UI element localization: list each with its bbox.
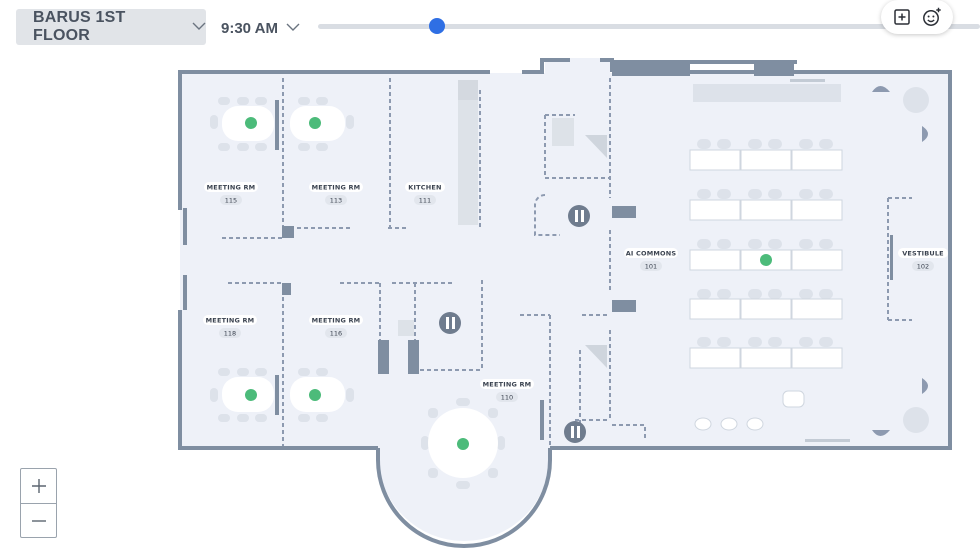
floor-selector-label: BARUS 1ST FLOOR — [33, 9, 126, 44]
occupancy-dot[interactable] — [760, 254, 772, 266]
svg-text:VESTIBULE: VESTIBULE — [902, 250, 944, 258]
svg-text:AI COMMONS: AI COMMONS — [626, 250, 677, 258]
interior-walls — [222, 78, 912, 446]
svg-text:KITCHEN: KITCHEN — [408, 184, 441, 192]
occupancy-dot[interactable] — [309, 117, 321, 129]
add-note-icon[interactable] — [891, 6, 913, 28]
time-selector-label: 9:30 AM — [221, 19, 278, 37]
zoom-in-button[interactable] — [21, 469, 56, 503]
room-label-101[interactable]: AI COMMONS 101 — [624, 248, 678, 271]
room-label-116[interactable]: MEETING RM 116 — [309, 315, 363, 338]
timeline-slider-track[interactable] — [318, 24, 980, 29]
svg-text:101: 101 — [645, 263, 657, 271]
restroom-icon — [564, 421, 586, 443]
svg-text:MEETING RM: MEETING RM — [312, 317, 361, 325]
room-label-111[interactable]: KITCHEN 111 — [405, 182, 445, 205]
restroom-icon — [439, 312, 461, 334]
svg-text:102: 102 — [917, 263, 929, 271]
occupancy-dot[interactable] — [309, 389, 321, 401]
occupancy-dot[interactable] — [245, 117, 257, 129]
svg-text:MEETING RM: MEETING RM — [206, 317, 255, 325]
room-label-118[interactable]: MEETING RM 118 — [203, 315, 257, 338]
svg-text:111: 111 — [419, 197, 431, 205]
chevron-down-icon — [286, 19, 300, 37]
commons-desks — [689, 84, 843, 431]
rotunda-floor — [378, 446, 550, 541]
room-label-115[interactable]: MEETING RM 115 — [204, 182, 258, 205]
zoom-controls — [20, 468, 57, 538]
svg-text:116: 116 — [330, 330, 342, 338]
tools-panel — [881, 0, 953, 34]
room-label-113[interactable]: MEETING RM 113 — [309, 182, 363, 205]
zoom-out-button[interactable] — [21, 504, 56, 538]
room-label-102[interactable]: VESTIBULE 102 — [898, 248, 948, 271]
add-emoji-icon[interactable] — [921, 6, 943, 28]
restroom-icon — [568, 205, 590, 227]
occupancy-dot[interactable] — [457, 438, 469, 450]
svg-text:MEETING RM: MEETING RM — [207, 184, 256, 192]
svg-text:113: 113 — [330, 197, 342, 205]
timeline-slider-thumb[interactable] — [429, 18, 446, 34]
svg-text:MEETING RM: MEETING RM — [483, 381, 532, 389]
occupancy-dot[interactable] — [245, 389, 257, 401]
zoom-divider — [21, 503, 56, 504]
chevron-down-icon — [192, 18, 206, 36]
floor-selector[interactable]: BARUS 1ST FLOOR — [16, 9, 206, 45]
svg-text:115: 115 — [225, 197, 237, 205]
time-selector[interactable]: 9:30 AM — [221, 17, 300, 39]
svg-text:MEETING RM: MEETING RM — [312, 184, 361, 192]
svg-text:118: 118 — [224, 330, 236, 338]
svg-text:110: 110 — [501, 394, 513, 402]
room-label-110[interactable]: MEETING RM 110 — [480, 379, 534, 402]
